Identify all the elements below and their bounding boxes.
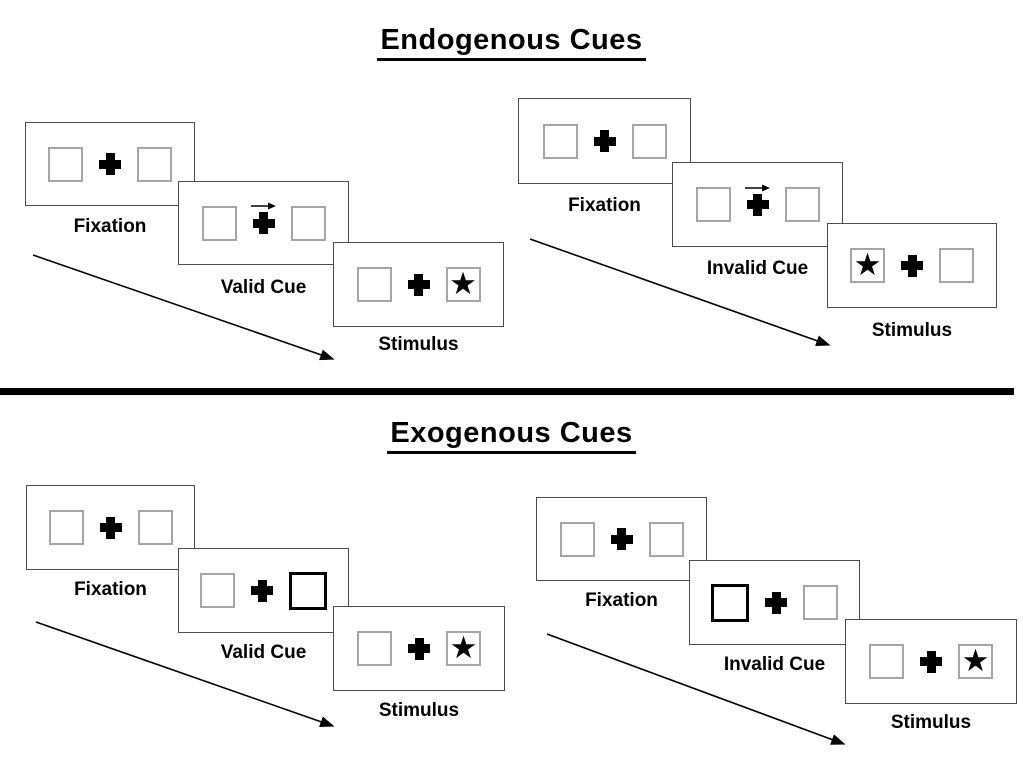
step-label-stimulus: Stimulus [378, 700, 460, 721]
step-label-fixation: Fixation [568, 195, 641, 216]
timeline-arrow [35, 621, 335, 728]
fixation-cross-icon [251, 579, 273, 602]
placeholder-box-left [559, 521, 595, 557]
cue-panel [178, 548, 349, 633]
placeholder-box-right [290, 205, 326, 241]
star-target-box: ★ [446, 631, 481, 666]
peripheral-cue-box [711, 583, 749, 622]
fixation-panel [26, 485, 195, 570]
fixation-cross-icon [408, 637, 430, 660]
fixation-cross-icon [610, 528, 633, 550]
placeholder-box-left [200, 573, 235, 608]
star-target-box: ★ [850, 248, 885, 283]
placeholder-box-right [648, 521, 684, 557]
cue-arrow-icon [744, 184, 770, 191]
fixation-cross-icon [765, 591, 787, 614]
step-label-stimulus: Stimulus [890, 712, 972, 733]
stimulus-panel: ★ [333, 242, 504, 327]
fixation-panel [536, 497, 707, 581]
placeholder-box-right [137, 510, 173, 545]
placeholder-box-left [542, 123, 578, 159]
star-icon: ★ [853, 247, 882, 282]
placeholder-box-left [357, 631, 392, 666]
section-title-endogenous: Endogenous Cues [377, 24, 646, 62]
timeline-arrow [32, 254, 335, 361]
fixation-cross-icon [744, 184, 770, 216]
peripheral-cue-box [289, 571, 327, 610]
placeholder-box-left [48, 146, 83, 182]
fixation-cross-icon [901, 254, 923, 277]
fixation-cross-icon [250, 202, 276, 234]
step-label-fixation: Fixation [73, 216, 147, 237]
section-title-exogenous: Exogenous Cues [387, 417, 636, 455]
fixation-cross-icon [593, 130, 616, 152]
placeholder-box-left [869, 644, 904, 679]
step-label-cue: Invalid Cue [723, 654, 826, 675]
cue-arrow-icon [250, 202, 276, 210]
star-icon: ★ [449, 630, 478, 665]
stimulus-panel: ★ [827, 223, 997, 308]
timeline-arrow [546, 633, 846, 745]
exogenous-section-header: Exogenous Cues [0, 417, 1023, 455]
step-label-stimulus: Stimulus [378, 334, 459, 355]
fixation-cross-icon [407, 273, 430, 296]
placeholder-box-right [803, 585, 838, 620]
star-target-box: ★ [445, 266, 481, 302]
placeholder-box-left [695, 187, 731, 222]
stimulus-panel: ★ [845, 619, 1017, 704]
step-label-cue: Invalid Cue [706, 258, 809, 279]
placeholder-box-right [939, 248, 974, 283]
step-label-fixation: Fixation [585, 590, 658, 611]
star-icon: ★ [961, 643, 990, 678]
placeholder-box-right [137, 146, 172, 182]
fixation-cross-icon [99, 516, 122, 539]
placeholder-box-left [48, 510, 84, 545]
star-target-box: ★ [958, 644, 993, 679]
cue-panel [672, 162, 843, 247]
placeholder-box-right [784, 187, 820, 222]
placeholder-box-left [356, 267, 392, 302]
star-icon: ★ [449, 266, 477, 301]
stimulus-panel: ★ [333, 606, 505, 691]
placeholder-box-left [201, 205, 237, 241]
fixation-cross-icon [99, 153, 121, 175]
step-label-fixation: Fixation [74, 579, 147, 600]
fixation-panel [518, 98, 691, 184]
cue-panel [689, 560, 860, 645]
step-label-stimulus: Stimulus [871, 320, 953, 341]
cue-panel [178, 181, 349, 265]
placeholder-box-right [631, 123, 667, 159]
fixation-panel [25, 122, 195, 206]
timeline-arrow [529, 238, 831, 347]
step-label-cue: Valid Cue [220, 642, 307, 663]
fixation-cross-icon [920, 650, 942, 673]
endogenous-section-header: Endogenous Cues [0, 24, 1023, 62]
section-divider [0, 388, 1014, 395]
step-label-cue: Valid Cue [220, 277, 307, 298]
